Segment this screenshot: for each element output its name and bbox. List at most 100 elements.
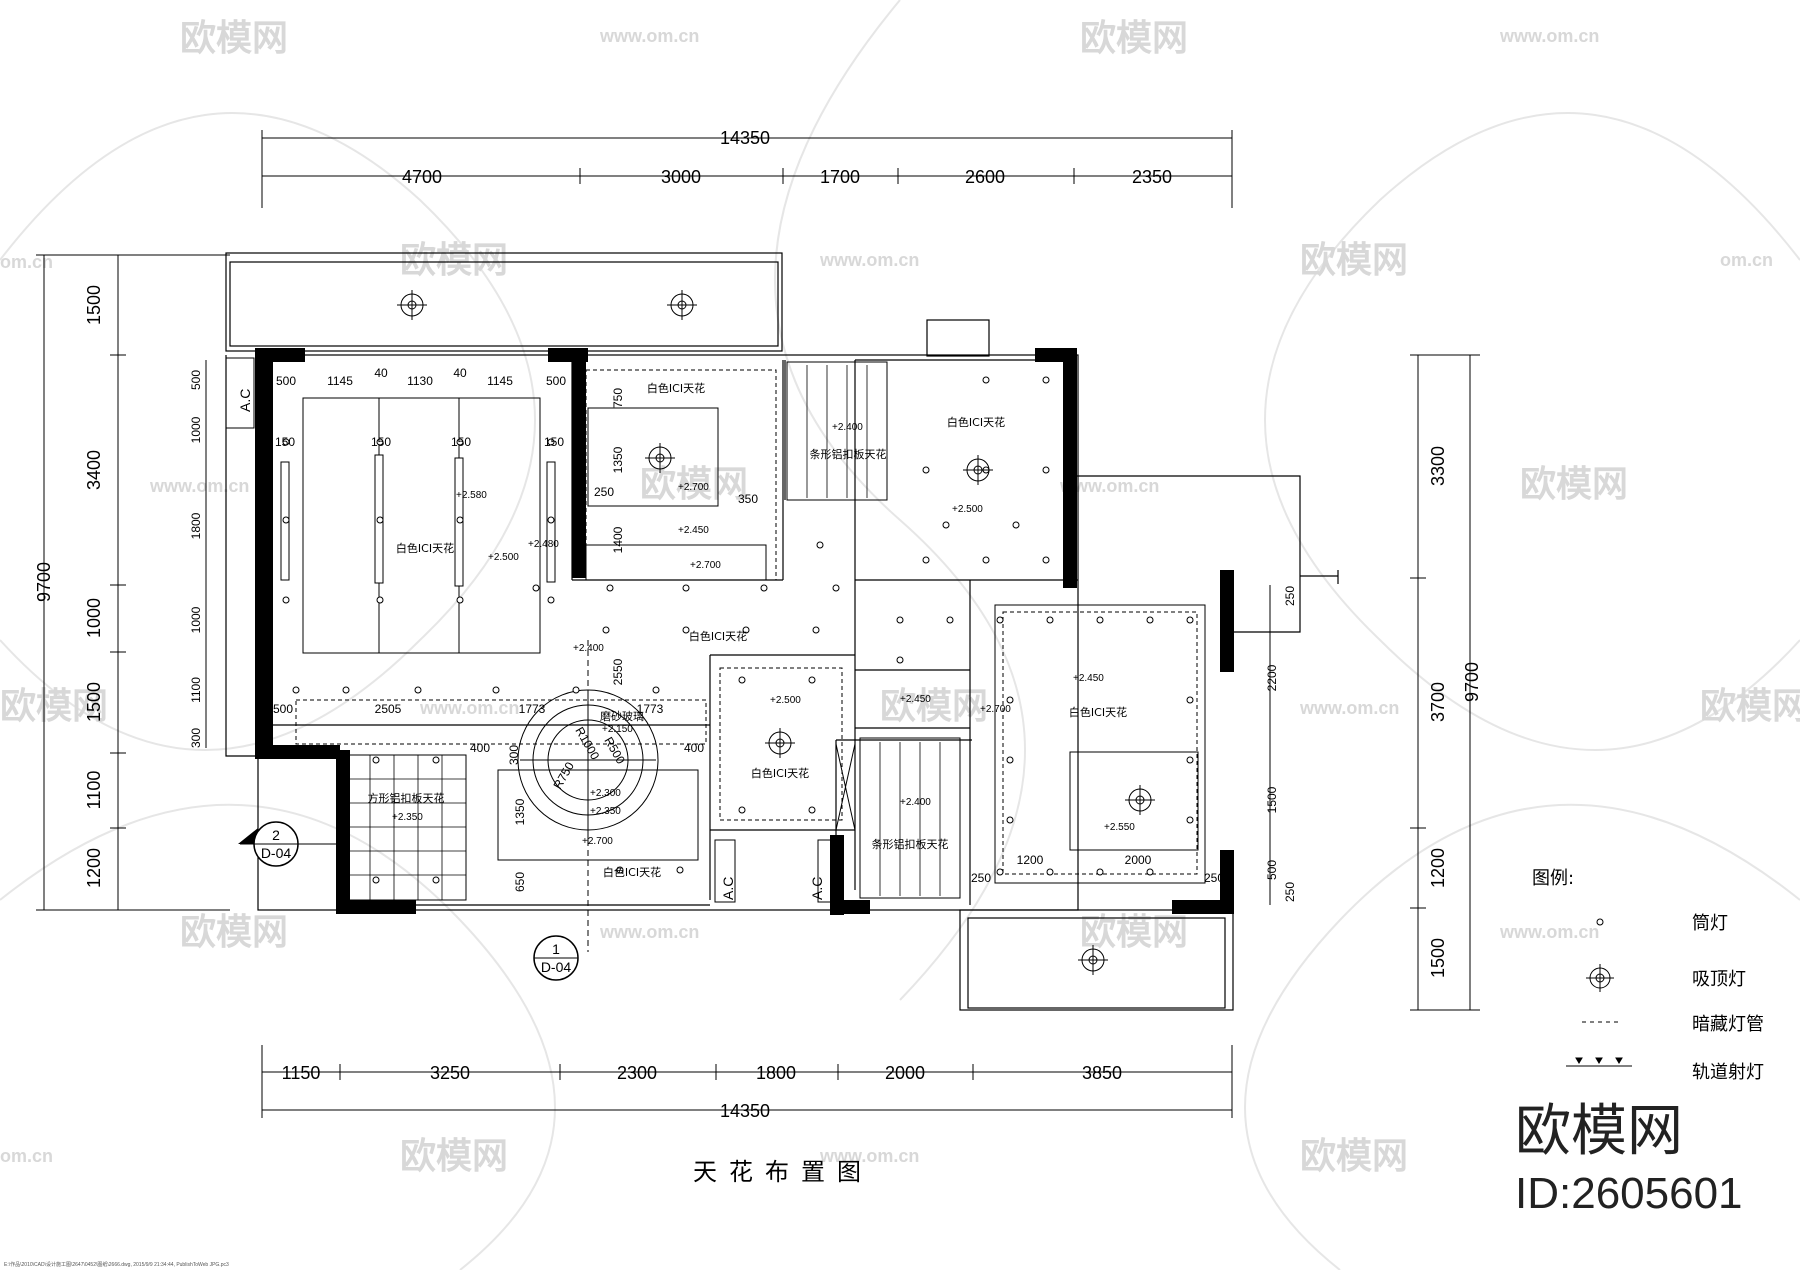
dim-left-seg: 1200 [84,848,104,888]
downlight-icon [1006,696,1014,704]
dim-left-inner: 1000 [189,416,203,443]
dim-right-seg: 3300 [1428,446,1448,486]
downlight-icon [456,516,464,524]
downlight-icon [547,596,555,604]
dim-right-inner: 1500 [1265,786,1279,813]
level-marks: +2.400 +2.580 +2.480 +2.500 +2.700 +2.45… [392,422,1135,847]
ac-label: A.C [809,877,825,900]
downlight-icon [1096,616,1104,624]
downlight-icon [602,626,610,634]
ceiling-lamps [397,290,1155,975]
downlight-icon [982,376,990,384]
ceiling-zones [295,361,1206,901]
brand-id: ID:2605601 [1515,1169,1743,1218]
ac-label: A.C [720,877,736,900]
dim-top-seg: 1700 [820,167,860,187]
room-label-bath-2: 条形铝扣板天花 [872,837,949,851]
ceiling-lamp-icon [1125,785,1155,815]
dim-top-seg: 2350 [1132,167,1172,187]
watermark-url: www.om.cn [1499,26,1599,46]
dim-right-total: 9700 [1462,662,1482,702]
downlight-icon [1186,756,1194,764]
downlight-icon [606,584,614,592]
downlight-icon [282,438,290,446]
room-label-dining: 白色ICI天花 [689,629,747,643]
downlight-icon [456,596,464,604]
watermark-url: om.cn [0,1146,53,1166]
watermark-brand: 欧模网 [1080,912,1188,953]
thick-walls [255,348,1234,915]
watermark-brand: 欧模网 [1080,18,1188,59]
ceiling-lamp-icon [667,290,697,320]
dim-room: 650 [513,872,527,892]
downlight-icon [1042,376,1050,384]
watermark-brand: 欧模网 [180,912,288,953]
dim-left-inner: 1000 [189,606,203,633]
dim-row: 1145 [487,374,513,388]
watermark-brand: 欧模网 [0,686,108,727]
downlight-icon [572,686,580,694]
dim-top-total: 14350 [720,128,770,148]
downlight-icon [372,756,380,764]
downlight-icon [1186,696,1194,704]
dim-bottom-seg: 1800 [756,1063,796,1083]
drawing-title: 天花布置图 [693,1158,873,1186]
room-label-bedroom-2: 白色ICI天花 [1069,705,1127,719]
floor-outline [225,252,1339,1011]
dim-room: 2550 [611,658,625,685]
watermark-brand: 欧模网 [880,686,988,727]
dim-right-inner: 250 [1283,586,1297,606]
dim-top-seg: 3000 [661,167,701,187]
downlight-icon [808,676,816,684]
level-mark: +2.450 [900,694,931,705]
dim-lower: 1773 [637,702,664,716]
downlight-icon [376,516,384,524]
glass-label: 磨砂玻璃 [600,709,644,723]
downlight-icon [282,516,290,524]
watermark-url: www.om.cn [819,1146,919,1166]
dim-left-inner: 300 [189,728,203,748]
level-mark: +2.400 [900,797,931,808]
dim-room: 250 [1204,871,1224,885]
dim-room: 750 [611,388,625,408]
level-mark: +2.550 [1104,822,1135,833]
downlight-icon [1042,466,1050,474]
level-mark: +2.700 [678,482,709,493]
downlight-icon [547,516,555,524]
room-label-bath-1: 条形铝扣板天花 [810,447,887,461]
dim-row: 1130 [407,374,433,388]
dim-room: 2000 [1125,853,1152,867]
dim-left-seg: 1100 [84,771,104,810]
dim-row: 500 [546,374,566,388]
downlight-icon [946,616,954,624]
brand-logo-text: 欧模网 [1515,1099,1683,1164]
downlight-icon [432,756,440,764]
legend-label-track-spotlight: 轨道射灯 [1692,1062,1764,1083]
downlight-icon [738,806,746,814]
dim-bottom-seg: 2300 [617,1063,657,1083]
ceiling-lamp-icon [1078,945,1108,975]
living-light-strips [280,454,556,587]
downlight-icon [896,656,904,664]
level-mark: +2.350 [590,806,621,817]
dim-row: 500 [276,374,296,388]
dim-strip: 150 [371,435,391,449]
downlight-icon [292,686,300,694]
legend-label-downlight: 筒灯 [1692,913,1728,934]
watermark-brand: 欧模网 [400,240,508,281]
dim-left-inner: 1100 [189,677,203,703]
downlight-icon [816,541,824,549]
downlight-icon [682,584,690,592]
watermark-brand: 欧模网 [1300,240,1408,281]
watermark-brand: 欧模网 [400,1136,508,1177]
downlight-icon [1146,616,1154,624]
watermark-url: www.om.cn [599,922,699,942]
section-number: 2 [272,827,280,843]
downlight-icon [812,626,820,634]
section-number: 1 [552,941,560,957]
dim-lower: 2505 [375,702,402,716]
dim-bottom-seg: 3250 [430,1063,470,1083]
downlight-icon [676,866,684,874]
downlight-icon [456,438,464,446]
level-mark: +2.700 [582,836,613,847]
